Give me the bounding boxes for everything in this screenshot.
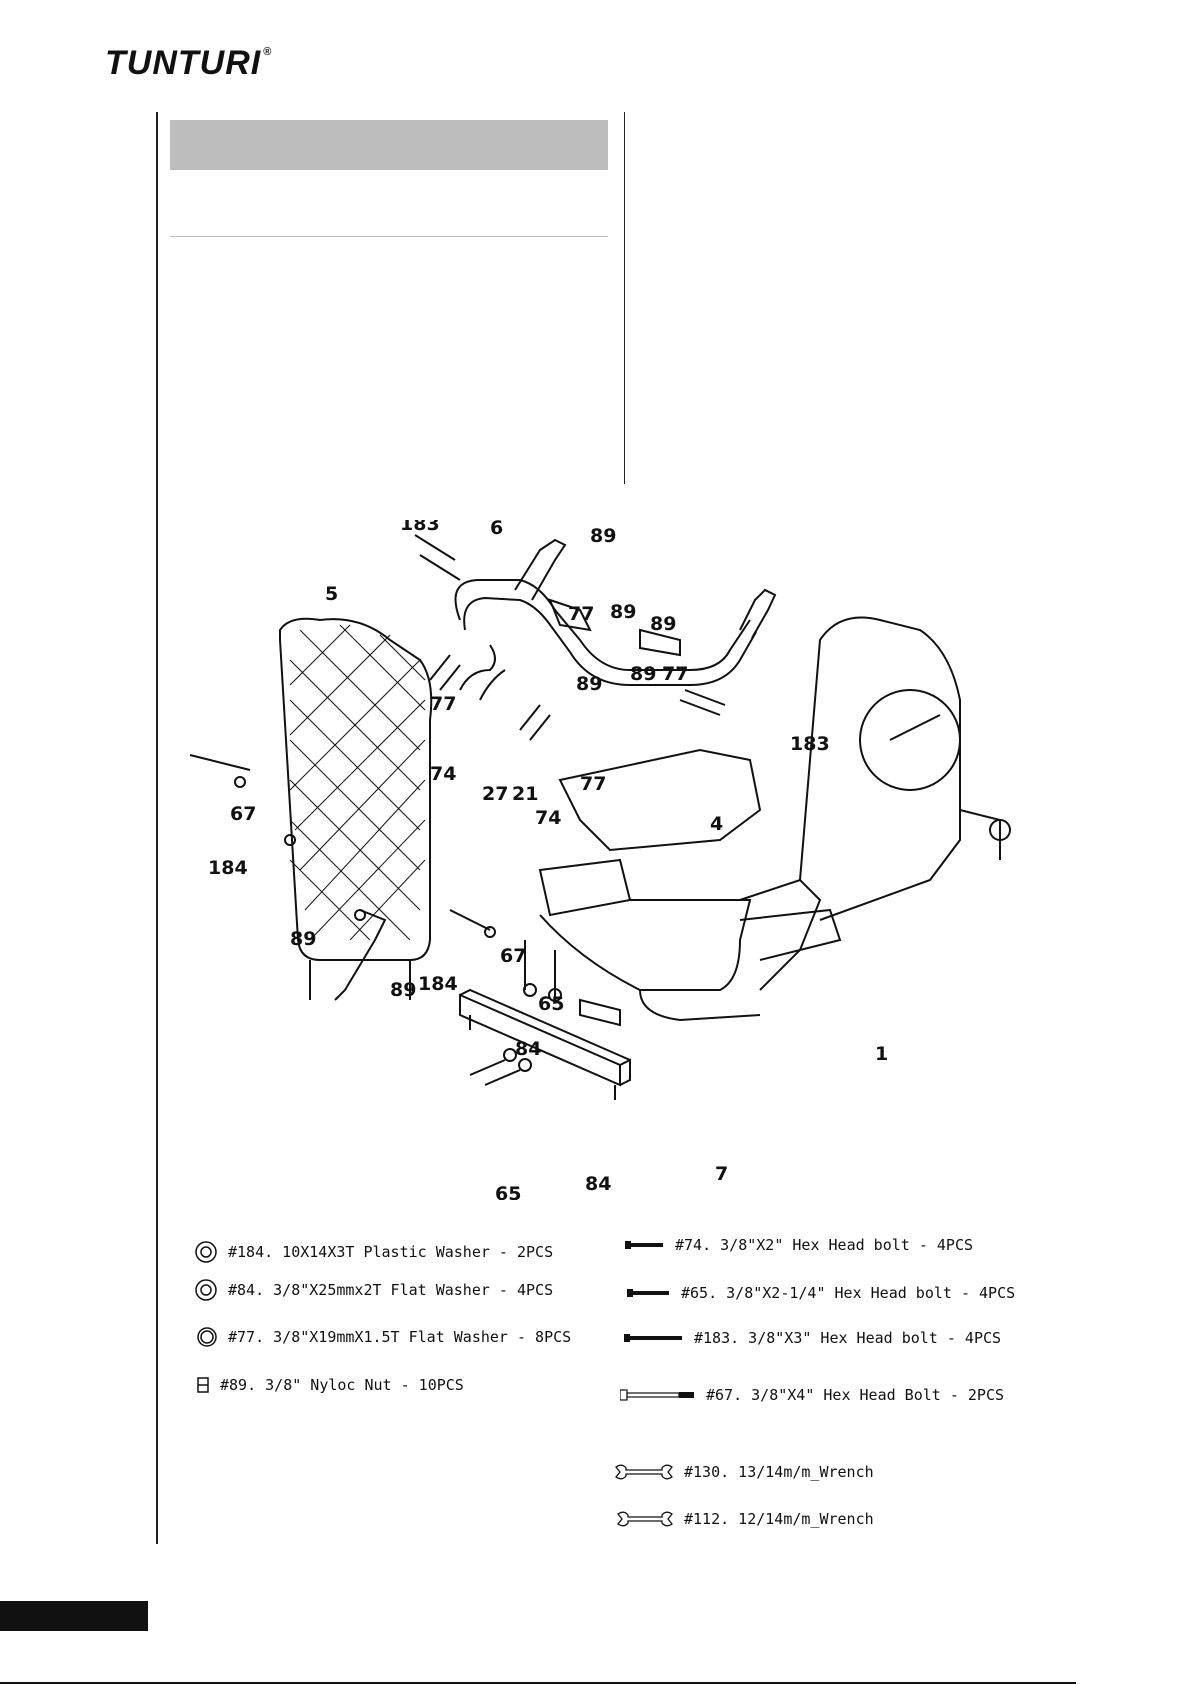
hardware-item: #84. 3/8"X25mmx2T Flat Washer - 4PCS xyxy=(194,1278,553,1302)
hardware-item: #89. 3/8" Nyloc Nut - 10PCS xyxy=(196,1376,464,1394)
seat-back-part xyxy=(279,617,433,1001)
callout-label: 1 xyxy=(875,1043,888,1065)
callout-label: 77 xyxy=(580,773,606,795)
assembly-exploded-diagram: 183 6 89 77 89 89 5 89 77 89 77 74 27 21… xyxy=(189,520,1011,1200)
callout-label: 67 xyxy=(500,945,526,967)
bolt-icon xyxy=(625,1241,663,1249)
bolt-icon xyxy=(627,1289,669,1297)
hardware-label: #183. 3/8"X3" Hex Head bolt - 4PCS xyxy=(694,1329,1002,1347)
callout-label: 5 xyxy=(325,583,338,605)
footer-rule xyxy=(0,1682,1076,1684)
callout-label: 89 xyxy=(390,979,416,1001)
bolt-icon xyxy=(624,1334,682,1342)
hardware-label: #84. 3/8"X25mmx2T Flat Washer - 4PCS xyxy=(228,1281,554,1299)
hardware-label: #65. 3/8"X2-1/4" Hex Head bolt - 4PCS xyxy=(681,1284,1016,1302)
washer-icon xyxy=(195,1279,217,1301)
long-bolt-icon xyxy=(620,1389,694,1401)
callout-label: 184 xyxy=(418,973,458,995)
hardware-item: #112. 12/14m/m_Wrench xyxy=(616,1510,874,1528)
callout-label: 183 xyxy=(790,733,830,755)
callout-label: 89 xyxy=(576,673,602,695)
front-stabilizer-part xyxy=(459,988,631,1100)
callout-label: 184 xyxy=(208,857,248,879)
callout-label: 89 xyxy=(650,613,676,635)
callout-label: 84 xyxy=(515,1038,541,1060)
hardware-label: #74. 3/8"X2" Hex Head bolt - 4PCS xyxy=(675,1236,974,1254)
hardware-label: #112. 12/14m/m_Wrench xyxy=(684,1510,874,1528)
hardware-item: #67. 3/8"X4" Hex Head Bolt - 2PCS xyxy=(620,1386,1004,1404)
callout-label: 77 xyxy=(568,603,594,625)
callout-label: 77 xyxy=(430,693,456,715)
hardware-item: #184. 10X14X3T Plastic Washer - 2PCS xyxy=(194,1240,553,1264)
callout-label: 89 xyxy=(630,663,656,685)
callout-label: 77 xyxy=(662,663,688,685)
hardware-label: #89. 3/8" Nyloc Nut - 10PCS xyxy=(220,1376,464,1394)
washer-icon xyxy=(195,1241,217,1263)
hardware-item: #183. 3/8"X3" Hex Head bolt - 4PCS xyxy=(624,1329,1001,1347)
left-margin-rule xyxy=(156,112,158,1544)
callout-label: 21 xyxy=(512,783,538,805)
registered-mark: ® xyxy=(263,46,273,58)
tunturi-logo: TUNTURI® xyxy=(105,44,272,83)
washer-icon xyxy=(197,1327,217,1347)
nut-icon xyxy=(197,1377,209,1393)
wrench-icon xyxy=(617,1511,673,1527)
hardware-item: #130. 13/14m/m_Wrench xyxy=(614,1463,874,1481)
callout-label: 89 xyxy=(610,601,636,623)
hardware-item: #74. 3/8"X2" Hex Head bolt - 4PCS xyxy=(625,1236,973,1254)
callout-label: 89 xyxy=(590,525,616,547)
brand-name: TUNTURI xyxy=(105,44,262,82)
callout-label: 6 xyxy=(490,520,503,539)
page-number-tab xyxy=(0,1601,148,1631)
callout-labels: 183 6 89 77 89 89 5 89 77 89 77 74 27 21… xyxy=(208,520,888,1200)
callout-label: 74 xyxy=(430,763,456,785)
column-divider xyxy=(624,112,625,484)
hardware-label: #184. 10X14X3T Plastic Washer - 2PCS xyxy=(228,1243,554,1261)
callout-label: 89 xyxy=(290,928,316,950)
heading-underline xyxy=(170,236,608,237)
callout-label: 65 xyxy=(538,993,564,1015)
hardware-item: #77. 3/8"X19mmX1.5T Flat Washer - 8PCS xyxy=(196,1326,571,1348)
callout-label: 67 xyxy=(230,803,256,825)
callout-label: 84 xyxy=(585,1173,611,1195)
callout-label: 74 xyxy=(535,807,561,829)
callout-label: 27 xyxy=(482,783,508,805)
callout-label: 65 xyxy=(495,1183,521,1200)
handlebar-part xyxy=(454,538,777,686)
hardware-item: #65. 3/8"X2-1/4" Hex Head bolt - 4PCS xyxy=(627,1284,1015,1302)
hardware-label: #77. 3/8"X19mmX1.5T Flat Washer - 8PCS xyxy=(228,1328,572,1346)
callout-label: 7 xyxy=(715,1163,728,1185)
wrench-icon xyxy=(615,1464,673,1480)
section-heading-band xyxy=(170,120,608,170)
hardware-label: #130. 13/14m/m_Wrench xyxy=(684,1463,874,1481)
callout-label: 4 xyxy=(710,813,723,835)
main-frame-part xyxy=(538,616,1011,1022)
callout-label: 183 xyxy=(400,520,440,535)
hardware-label: #67. 3/8"X4" Hex Head Bolt - 2PCS xyxy=(706,1386,1005,1404)
diagram-linework xyxy=(189,534,1011,1100)
